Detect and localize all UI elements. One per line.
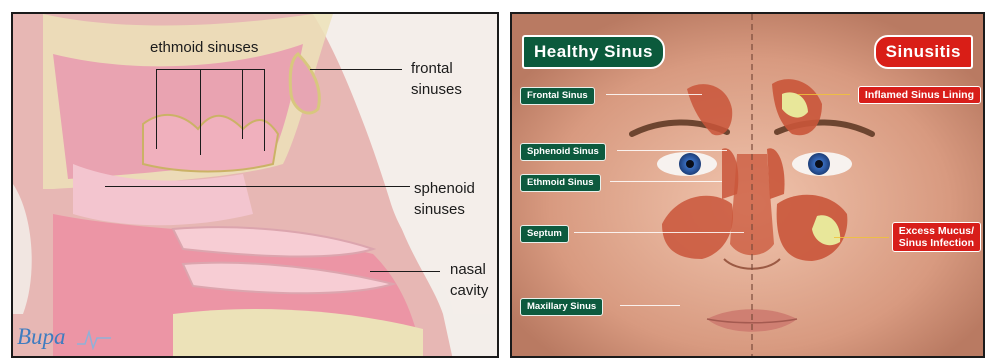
nasal-leader	[370, 271, 440, 272]
label-sphenoid: sphenoid	[414, 179, 475, 198]
ethmoid-bracket-top	[156, 69, 264, 70]
inflamed-leader	[798, 94, 850, 95]
label-ethmoid-sinuses: ethmoid sinuses	[150, 38, 258, 57]
ethmoid-tick-2	[200, 69, 201, 155]
frontal-sinus-leader	[606, 94, 702, 95]
label-excess-mucus: Excess Mucus/ Sinus Infection	[892, 222, 981, 252]
label-inflamed-sinus-lining: Inflamed Sinus Lining	[858, 86, 981, 104]
excess-mucus-line: Excess Mucus/	[899, 225, 974, 237]
bupa-logo: Bupa	[17, 324, 66, 350]
sinusitis-comparison-illustration: Healthy Sinus Sinusitis Frontal Sinus Sp…	[510, 12, 985, 358]
sphenoid-leader	[105, 186, 410, 187]
ethmoid-sinus-leader	[610, 181, 722, 182]
label-frontal-sinus: Frontal Sinus	[520, 87, 595, 105]
septum-leader	[574, 232, 744, 233]
label-sphenoid-sinuses: sinuses	[414, 200, 465, 219]
label-maxillary-sinus: Maxillary Sinus	[520, 298, 603, 316]
heartbeat-logo-icon	[77, 324, 111, 350]
healthy-sinus-header: Healthy Sinus	[522, 35, 665, 69]
label-frontal-sinuses: sinuses	[411, 80, 462, 99]
label-nasal: nasal	[450, 260, 486, 279]
sinus-infection-line: Sinus Infection	[899, 237, 974, 249]
frontal-leader	[310, 69, 402, 70]
label-septum: Septum	[520, 225, 569, 243]
ethmoid-tick-4	[264, 69, 265, 151]
label-frontal: frontal	[411, 59, 453, 78]
label-ethmoid-sinus: Ethmoid Sinus	[520, 174, 601, 192]
ethmoid-tick-3	[242, 69, 243, 139]
label-sphenoid-sinus: Sphenoid Sinus	[520, 143, 606, 161]
sphenoid-sinus-leader	[617, 150, 727, 151]
ethmoid-tick-1	[156, 69, 157, 149]
maxillary-sinus-leader	[620, 305, 680, 306]
label-nasal-cavity: cavity	[450, 281, 488, 300]
excess-mucus-leader	[834, 237, 889, 238]
sinus-crosssection-illustration: ethmoid sinuses frontal sinuses sphenoid…	[11, 12, 499, 358]
sinusitis-header: Sinusitis	[874, 35, 973, 69]
